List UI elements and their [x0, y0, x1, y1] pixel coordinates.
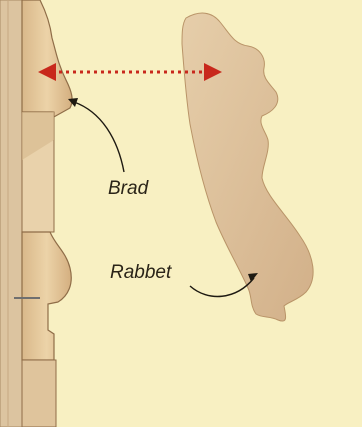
- base-molding: [22, 232, 71, 360]
- brad-label: Brad: [108, 178, 148, 200]
- jamb-board: [0, 0, 22, 427]
- lower-board: [22, 360, 56, 427]
- rabbet-label: Rabbet: [110, 262, 171, 284]
- brad-leader: [74, 102, 124, 172]
- molding-profile: [182, 13, 313, 321]
- installed-molding-section: [0, 0, 72, 427]
- crown-molding: [22, 0, 72, 118]
